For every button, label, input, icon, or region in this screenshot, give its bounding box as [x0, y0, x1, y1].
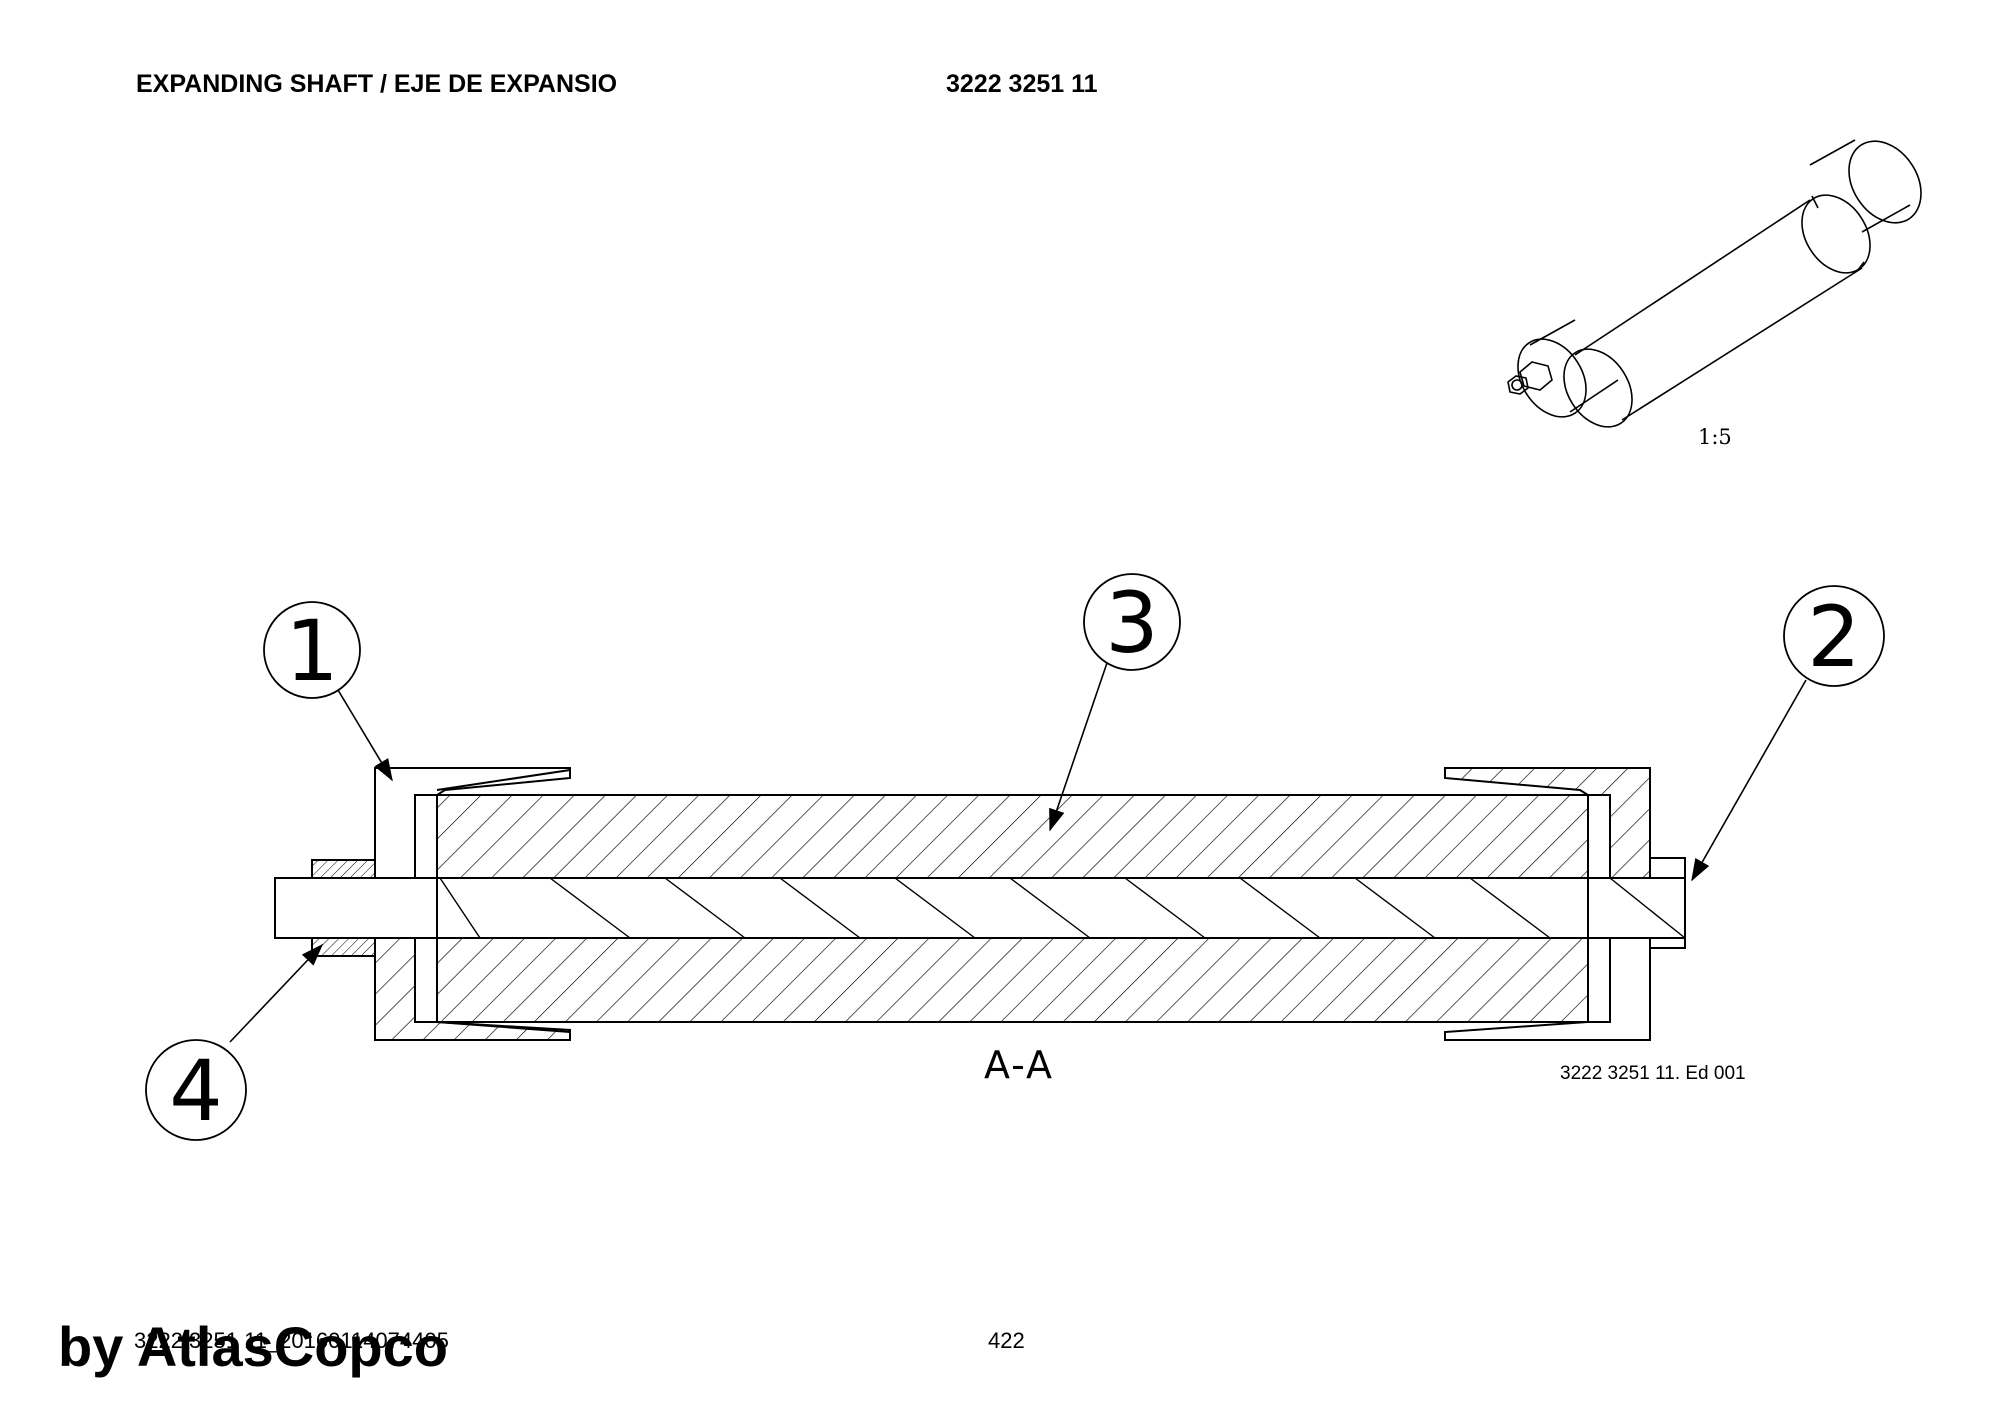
balloon-4: 4 [145, 1039, 247, 1141]
leader-lines [229, 659, 1807, 1043]
balloon-2-label: 2 [1807, 588, 1860, 686]
balloon-2: 2 [1783, 585, 1885, 687]
watermark: by AtlasCopco [58, 1315, 448, 1378]
balloon-1: 1 [263, 601, 361, 700]
page-number: 422 [988, 1328, 1025, 1353]
document-title: EXPANDING SHAFT / EJE DE EXPANSIO [136, 70, 618, 98]
part-number: 3222 3251 11 [946, 70, 1098, 98]
section-a-a-view [274, 767, 1686, 1041]
isometric-shaft-view [1507, 139, 1922, 428]
edition-label: 3222 3251 11. Ed 001 [1560, 1063, 1746, 1084]
balloon-3-label: 3 [1105, 574, 1158, 672]
balloon-1-label: 1 [285, 602, 338, 700]
footer-document-id: 3222 3251 11_20160114074405 [134, 1328, 449, 1353]
balloon-3: 3 [1083, 573, 1181, 672]
balloon-4-label: 4 [169, 1042, 222, 1140]
section-label: A-A [984, 1043, 1055, 1087]
iso-scale-label: 1:5 [1698, 425, 1732, 449]
